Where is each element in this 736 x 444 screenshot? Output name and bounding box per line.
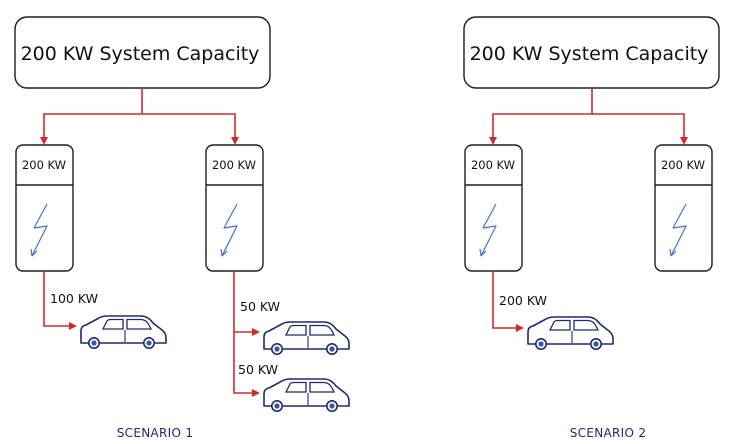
output-flow-1-left: 100 KW (43, 271, 98, 330)
system-capacity-label-2: 200 KW System Capacity (470, 43, 709, 65)
system-capacity-label-1: 200 KW System Capacity (21, 43, 260, 65)
distribution-arrows-1 (40, 88, 239, 145)
car-icon (527, 316, 614, 350)
charger-capacity-label: 200 KW (212, 158, 256, 172)
charger-unit-1-right: 200 KW (205, 144, 264, 272)
car-icon (263, 321, 350, 355)
distribution-arrows-2 (489, 88, 688, 145)
scenario-1: 200 KW System Capacity 200 KW 200 KW 100 (14, 16, 350, 440)
charger-capacity-label: 200 KW (471, 158, 515, 172)
lightning-bolt-icon (221, 203, 238, 257)
charger-capacity-label: 200 KW (22, 158, 66, 172)
flow-power-label: 200 KW (499, 293, 547, 308)
output-flow-2-left: 200 KW (492, 271, 547, 332)
charger-unit-1-left: 200 KW (15, 144, 74, 272)
lightning-bolt-icon (480, 203, 497, 257)
system-capacity-box-2: 200 KW System Capacity (463, 16, 720, 89)
charger-unit-2-right: 200 KW (654, 144, 713, 272)
car-icon (80, 315, 167, 349)
lightning-bolt-icon (670, 203, 687, 257)
lightning-bolt-icon (31, 203, 48, 257)
flow-power-label: 100 KW (50, 291, 98, 306)
flow-power-label: 50 KW (238, 362, 278, 377)
charger-unit-2-left: 200 KW (464, 144, 523, 272)
scenario-caption-2: SCENARIO 2 (570, 426, 647, 440)
scenario-2: 200 KW System Capacity 200 KW 200 KW 200… (463, 16, 720, 440)
flow-power-label: 50 KW (240, 299, 280, 314)
scenario-caption-1: SCENARIO 1 (117, 426, 194, 440)
charger-capacity-label: 200 KW (661, 158, 705, 172)
output-flow-1-right: 50 KW 50 KW (233, 271, 280, 397)
car-icon (263, 378, 350, 412)
system-capacity-box-1: 200 KW System Capacity (14, 16, 271, 89)
